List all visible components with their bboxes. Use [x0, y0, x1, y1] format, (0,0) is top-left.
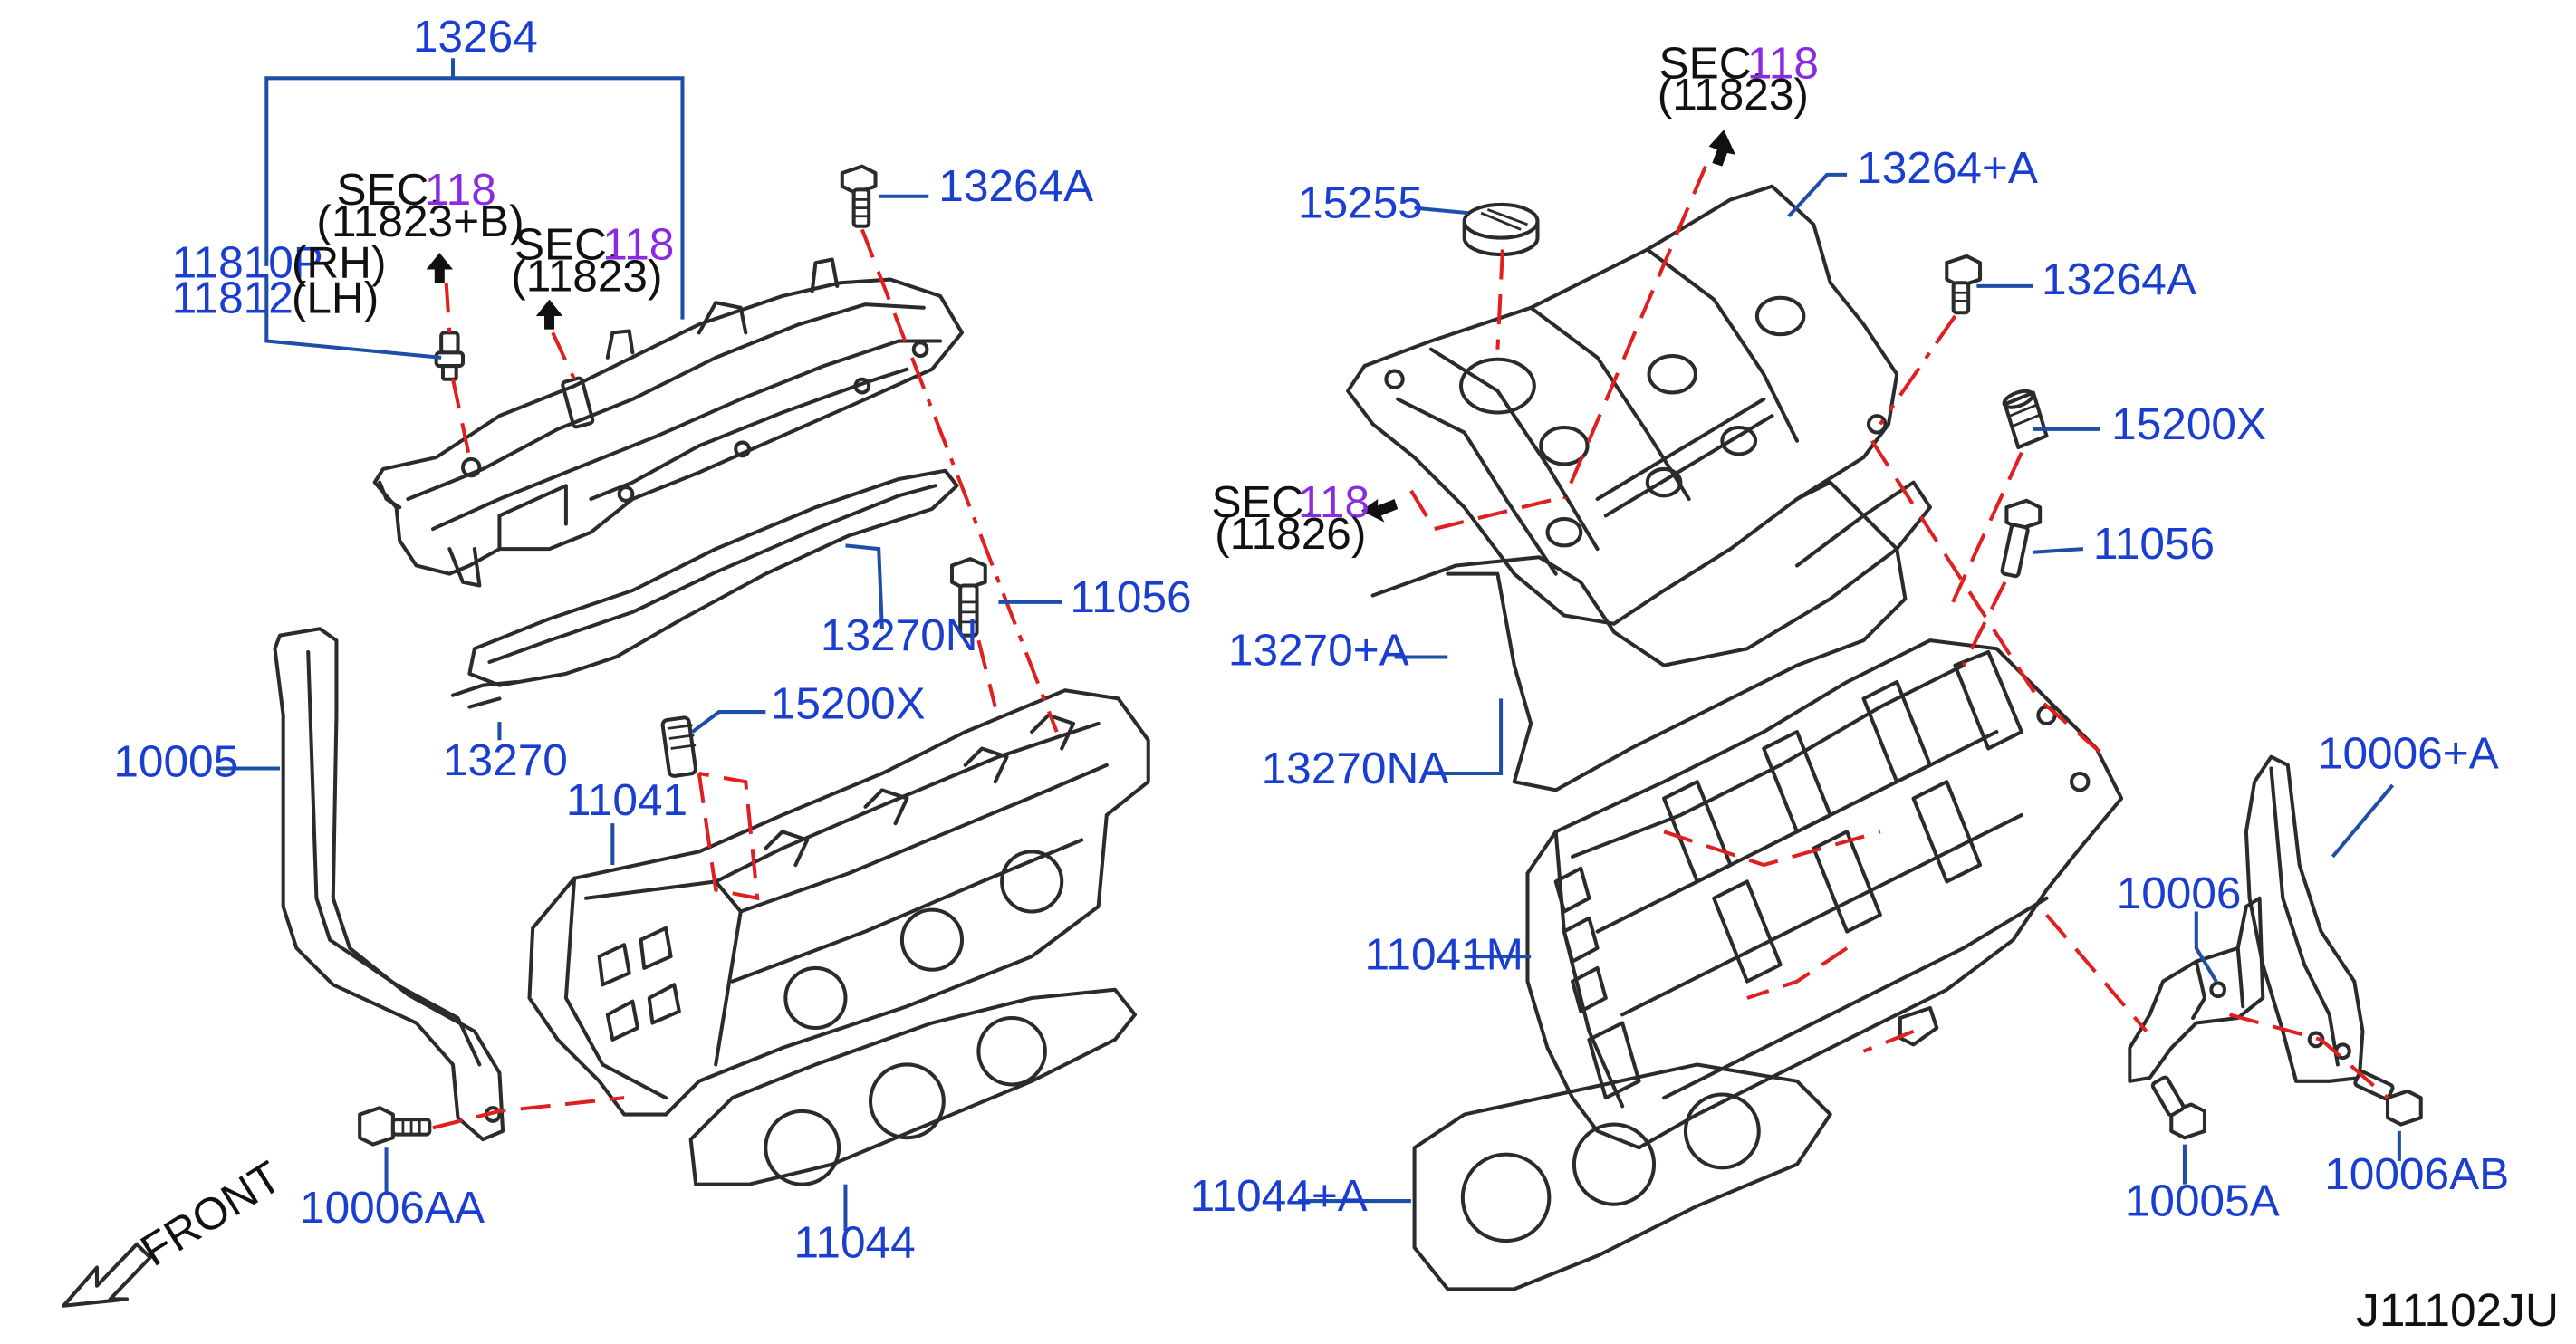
gasket-13270N[interactable] — [450, 468, 959, 709]
diagram-id: J11102JU — [2356, 1283, 2559, 1336]
label-10006AA: 10006AA — [300, 1182, 485, 1233]
sec-b-label: SEC. — [514, 219, 620, 270]
seal-15200X-left[interactable] — [660, 715, 697, 778]
sec-d-number: 118 — [1298, 476, 1370, 527]
label-10005A: 10005A — [2125, 1176, 2280, 1226]
part-labels: 13264 11810P (RH) 11812 (LH) 13264A 1105… — [113, 11, 2509, 1268]
label-13270NA: 13270NA — [1262, 743, 1449, 793]
head-gasket-11044[interactable] — [688, 987, 1138, 1186]
label-15200X-left: 15200X — [771, 677, 926, 728]
oil-filler-cap-15255[interactable] — [1462, 202, 1540, 257]
seal-15200X-right[interactable] — [2002, 388, 2049, 450]
label-10006plusA: 10006+A — [2318, 728, 2499, 779]
label-10006AB: 10006AB — [2324, 1148, 2509, 1199]
label-13270N: 13270N — [821, 610, 978, 660]
gasket-13270plusA[interactable] — [1370, 480, 1932, 792]
label-10006: 10006 — [2117, 868, 2242, 918]
guide-lines — [432, 165, 2389, 1130]
label-11041M: 11041M — [1364, 929, 1523, 980]
label-11056-left: 11056 — [1070, 571, 1191, 622]
sec-d-label: SEC. — [1212, 476, 1317, 527]
bolt-10005A[interactable] — [2150, 1075, 2207, 1140]
up-right-arrow-icon — [535, 299, 563, 330]
sec-a-label: SEC. — [336, 164, 441, 215]
bolt-11056-left[interactable] — [949, 557, 987, 638]
sec-a-number: 118 — [425, 164, 496, 215]
bolt-13264A-left[interactable] — [840, 164, 878, 228]
label-11041: 11041 — [566, 774, 687, 825]
up-arrow-icon-right — [1708, 130, 1736, 167]
label-11044: 11044 — [794, 1216, 916, 1267]
label-13270plusA: 13270+A — [1228, 625, 1409, 676]
label-10005: 10005 — [113, 736, 238, 787]
bolt-13264A-right[interactable] — [1945, 254, 1983, 315]
sec-b-number: 118 — [602, 219, 674, 270]
label-15200X-right: 15200X — [2111, 398, 2266, 449]
bolt-11056-right[interactable] — [2000, 498, 2043, 579]
head-gasket-11044plusA[interactable] — [1412, 1062, 1832, 1291]
label-13264: 13264 — [413, 11, 538, 62]
bolt-10006AA[interactable] — [358, 1106, 432, 1147]
front-arrow-icon — [62, 1242, 152, 1308]
label-11810P-side: (RH) — [292, 237, 387, 288]
rocker-cover-right[interactable] — [1346, 184, 1899, 626]
label-13264plusA: 13264+A — [1857, 142, 2038, 193]
label-11812: 11812 — [172, 272, 293, 322]
sec-d-sub: (11826) — [1215, 508, 1366, 559]
sec-c-sub: (11823) — [1658, 69, 1809, 120]
sec-b-sub: (11823) — [511, 250, 662, 301]
cylinder-head-11041[interactable] — [527, 688, 1150, 1117]
label-11044plusA: 11044+A — [1190, 1170, 1368, 1221]
label-11056-right: 11056 — [2093, 518, 2215, 569]
cylinder-head-11041M[interactable] — [1525, 638, 2124, 1150]
sec-c-number: 118 — [1747, 37, 1819, 88]
label-13270: 13270 — [443, 734, 568, 785]
section-references: SEC. 118 (11823+B) SEC. 118 (11823) SEC.… — [316, 37, 1819, 559]
label-11810P: 11810P — [172, 237, 323, 288]
pcv-valve[interactable] — [434, 331, 466, 381]
leader-lines — [216, 58, 2401, 1232]
bracket-10006plusA[interactable] — [2244, 754, 2365, 1083]
label-13264A-right: 13264A — [2042, 254, 2196, 304]
front-label: FRONT — [132, 1151, 290, 1276]
sec-c-label: SEC. — [1659, 37, 1764, 88]
section-ref-c: SEC. 118 (11823) — [1658, 37, 1819, 120]
section-ref-a: SEC. 118 (11823+B) — [316, 164, 524, 246]
sec-a-sub: (11823+B) — [316, 196, 524, 246]
label-15255: 15255 — [1298, 178, 1423, 228]
section-ref-d: SEC. 118 (11826) — [1212, 476, 1370, 559]
bracket-10006[interactable] — [2128, 896, 2265, 1083]
label-13264A-left: 13264A — [938, 160, 1093, 211]
rocker-cover-left[interactable] — [372, 257, 965, 588]
label-11812-side: (LH) — [292, 272, 379, 322]
left-arrow-icon — [1360, 498, 1399, 523]
section-ref-b: SEC. 118 (11823) — [511, 219, 674, 302]
up-arrow-icon — [426, 253, 454, 283]
